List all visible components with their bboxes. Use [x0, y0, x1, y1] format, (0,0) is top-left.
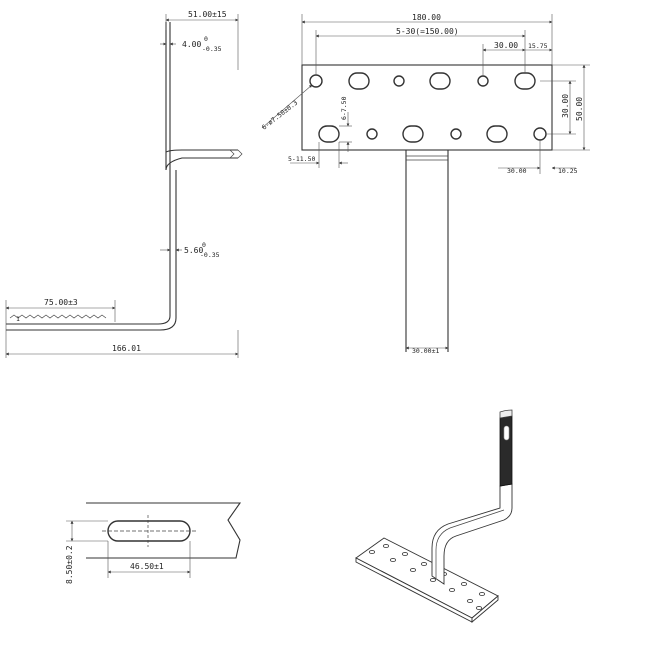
iso-base-plate	[355, 537, 499, 619]
isometric-view	[355, 409, 513, 623]
hook-vertical-inner	[6, 170, 171, 325]
dim-detail-slot-length-text: 46.50±1	[130, 562, 164, 571]
dim-detail-slot-height-text: 8.50±0.2	[65, 545, 74, 584]
plate-top-row	[309, 72, 536, 90]
round-hole	[533, 127, 547, 141]
dim-edge-offset-top-text: 15.75	[528, 42, 548, 50]
dim-slot-offset-left-text: 5-11.50	[288, 155, 315, 163]
foot-marker-text: 1	[16, 315, 20, 323]
round-hole	[477, 75, 489, 87]
dim-total-width-text: 180.00	[412, 13, 441, 22]
dim-slot-height-text: 6-7.50	[340, 96, 348, 120]
dim-edge-offset-bottom-text: 10.25	[558, 167, 578, 175]
round-hole	[366, 128, 378, 140]
round-hole	[393, 75, 405, 87]
dim-thickness-mid-upper: 0	[202, 241, 206, 249]
dim-slot-pitch-text: 5-30(=150.00)	[396, 27, 459, 36]
dim-thickness-mid-lower: -0.35	[200, 251, 220, 259]
dim-arm-width-text: 30.00±1	[412, 347, 439, 355]
dim-thickness-top-upper: 0	[204, 35, 208, 43]
base-plate	[301, 64, 553, 151]
foot-serration	[9, 314, 107, 319]
dim-hole-diameter-text: 6-ø7.50±0.3	[260, 99, 299, 132]
dim-width-top-text: 51.00±15	[188, 10, 227, 19]
dim-foot-length-text: 75.00±3	[44, 298, 78, 307]
hook-upper-edge	[165, 149, 238, 153]
plate-view: 180.00 5-30(=150.00) 30.00 15.75 30.00 5…	[260, 13, 590, 355]
dim-hole-spacing-bottom-text: 30.00	[507, 167, 527, 175]
iso-flange-slot	[503, 425, 510, 441]
slot-hole	[514, 72, 536, 90]
plate-bottom-row	[318, 125, 547, 143]
dim-thickness-mid-text: 5.60	[184, 246, 203, 255]
break-mark	[229, 149, 243, 159]
dim-hole-spacing-top-text: 30.00	[494, 41, 518, 50]
slot-hole	[486, 125, 508, 143]
detail-plate-outline	[86, 502, 242, 559]
dim-thickness-top-text: 4.00	[182, 40, 201, 49]
dim-row-spacing-text: 30.00	[561, 94, 570, 118]
dim-total-length-text: 166.01	[112, 344, 141, 353]
slot-hole	[318, 125, 340, 143]
dim-plate-height-text: 50.00	[575, 97, 584, 121]
round-hole	[450, 128, 462, 140]
side-view: 51.00±15 4.00 0 -0.35 5.60 0 -0.35 75.00…	[5, 10, 243, 358]
slot-hole	[429, 72, 451, 90]
slot-hole	[348, 72, 370, 90]
dim-thickness-top-lower: -0.35	[202, 45, 222, 53]
hook-vertical-outer	[6, 170, 177, 331]
slot-hole	[402, 125, 424, 143]
iso-bent-arm	[431, 483, 513, 585]
slot-detail: 8.50±0.2 46.50±1	[65, 502, 242, 584]
